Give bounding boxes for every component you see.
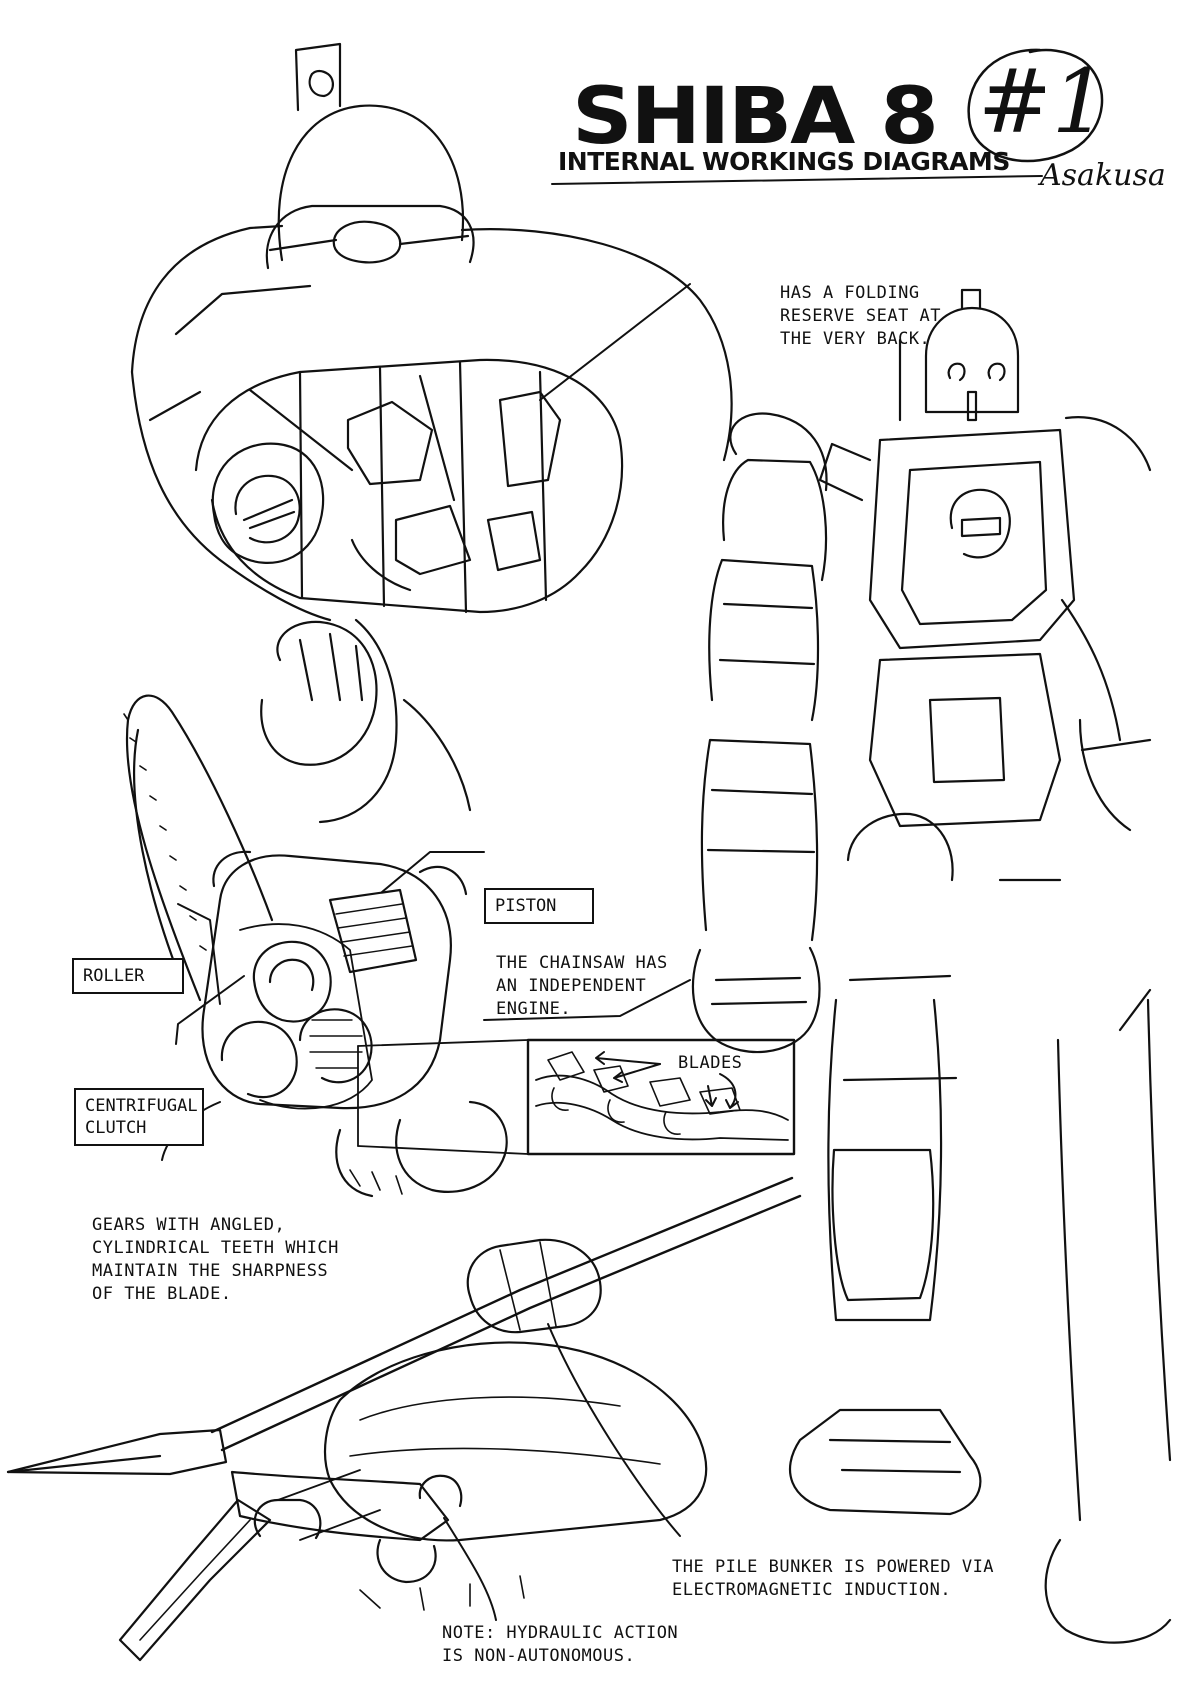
gears-note: GEARS WITH ANGLED, CYLINDRICAL TEETH WHI… xyxy=(92,1215,339,1304)
cockpit-cutaway-drawing xyxy=(130,42,733,824)
pile-bunker-drawing xyxy=(6,1176,802,1662)
chainsaw-drawing xyxy=(123,694,691,1198)
roller-label: ROLLER xyxy=(72,958,184,994)
issue-number: #1 xyxy=(978,50,1108,153)
hydraulic-note: NOTE: HYDRAULIC ACTION IS NON-AUTONOMOUS… xyxy=(442,1623,679,1666)
blades-inset xyxy=(526,1038,796,1156)
issue-circle xyxy=(967,48,1104,163)
blades-label: BLADES xyxy=(678,1053,743,1073)
reserve-seat-note: HAS A FOLDING RESERVE SEAT AT THE VERY B… xyxy=(780,283,942,349)
page-subtitle: INTERNAL WORKINGS DIAGRAMS xyxy=(558,147,1010,176)
standing-robot-drawing xyxy=(691,288,1172,1644)
pile-bunker-note: THE PILE BUNKER IS POWERED VIA ELECTROMA… xyxy=(672,1557,995,1600)
chainsaw-engine-note: THE CHAINSAW HAS AN INDEPENDENT ENGINE. xyxy=(496,953,668,1019)
title-underline xyxy=(551,175,1043,185)
piston-label: PISTON xyxy=(484,888,594,924)
artist-signature: Asakusa xyxy=(1040,158,1166,193)
centrifugal-clutch-label: CENTRIFUGAL CLUTCH xyxy=(74,1088,204,1146)
page-title: SHIBA 8 xyxy=(572,72,939,162)
